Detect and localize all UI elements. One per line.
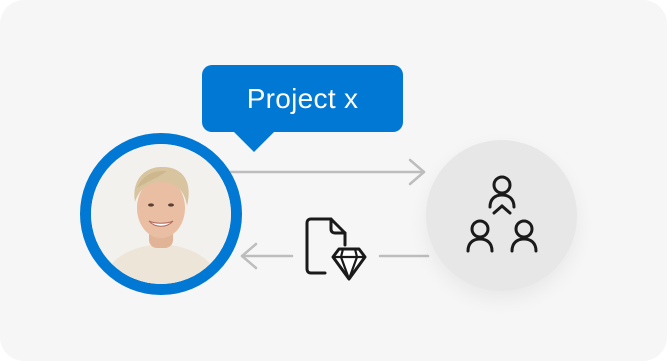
project-label-bubble: Project x (202, 65, 403, 132)
avatar (80, 133, 242, 295)
avatar-photo (91, 144, 231, 284)
group-circle (426, 140, 577, 291)
bubble-tail (232, 130, 276, 152)
document-diamond-icon (305, 217, 367, 281)
arrow-left (240, 242, 430, 270)
arrow-right (228, 158, 426, 186)
people-hierarchy-icon (466, 175, 538, 253)
